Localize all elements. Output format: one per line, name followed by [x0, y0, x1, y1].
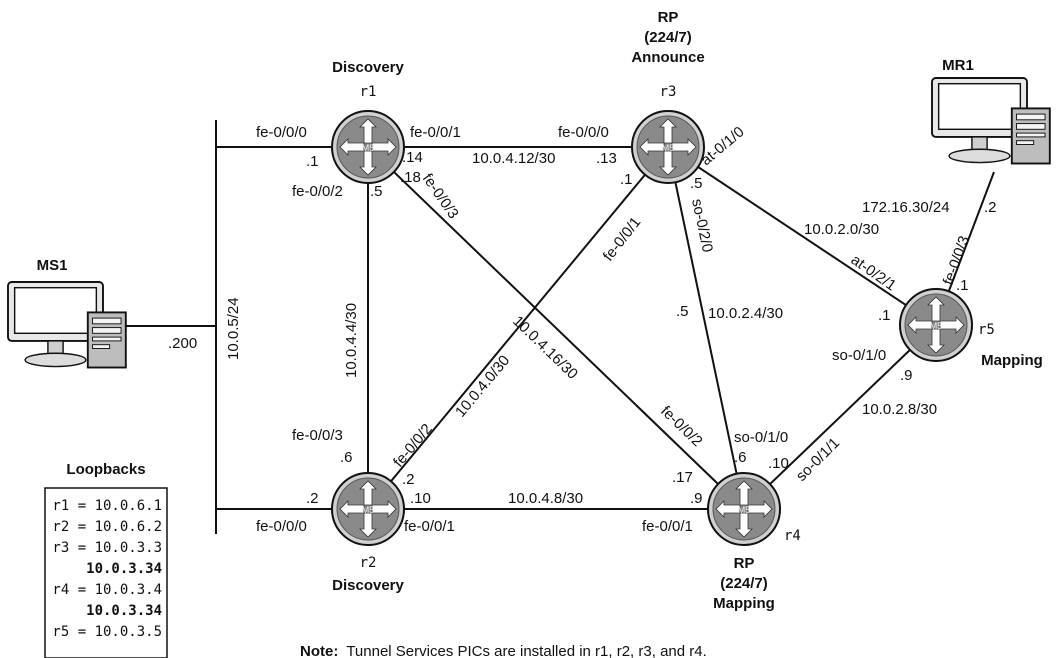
r4-r5-r5-intf: so-0/1/0: [832, 347, 886, 364]
loopback-entry: 10.0.3.34: [86, 561, 162, 577]
loopbacks-box: [44, 487, 168, 658]
ms1-host-icon: [7, 281, 127, 369]
r2-lan-intf: fe-0/0/0: [256, 518, 307, 535]
r1-r2-r1-intf: fe-0/0/2: [292, 183, 343, 200]
lan-subnet: 10.0.5/24: [225, 297, 242, 360]
r5-mr1-r5-addr: .1: [956, 277, 969, 294]
r2-name: r2: [360, 555, 377, 571]
loopbacks-title: Loopbacks: [66, 461, 145, 478]
r3-r5-r5-addr: .1: [878, 307, 891, 324]
mr1-label: MR1: [942, 57, 974, 74]
note-label: Note:: [300, 643, 338, 658]
r2-r4-r4-intf: fe-0/0/1: [642, 518, 693, 535]
r2-lan-addr: .2: [306, 490, 319, 507]
loopback-entry: r2 = 10.0.6.2: [52, 519, 162, 535]
r2-router-icon: [331, 472, 405, 546]
r3-r5-r3-intf: at-0/1/0: [698, 123, 748, 169]
loopback-entry: 10.0.3.34: [86, 603, 162, 619]
r2-r3-r3-addr: .1: [620, 171, 633, 188]
r1-r3-r1-intf: fe-0/0/1: [410, 124, 461, 141]
r3-r5-subnet: 10.0.2.0/30: [804, 221, 879, 238]
r2-r3-r2-intf: fe-0/0/2: [390, 421, 436, 471]
mr1-host-icon: [931, 77, 1051, 165]
r3-name: r3: [660, 84, 677, 100]
r1-r3-r1-addr: .14: [402, 149, 423, 166]
r3-role-line3: Announce: [631, 49, 704, 66]
r5-router-icon: [899, 288, 973, 362]
r2-r3-subnet: 10.0.4.0/30: [452, 352, 513, 420]
r3-r4-subnet: 10.0.2.4/30: [708, 305, 783, 322]
r3-r4-r4-intf: so-0/1/0: [734, 429, 788, 446]
r3-r4-r3-addr: .5: [690, 175, 703, 192]
link-r1-r4: [367, 146, 745, 510]
r1-r2-r1-addr: .5: [370, 183, 383, 200]
mr1-addr: .2: [984, 199, 997, 216]
r1-r4-r4-intf: fe-0/0/2: [657, 403, 705, 451]
r2-r4-r2-addr: .10: [410, 490, 431, 507]
r1-r4-r4-addr: .17: [672, 469, 693, 486]
r1-r4-r1-addr: .18: [400, 169, 421, 186]
r3-r5-r5-intf: at-0/2/1: [848, 251, 899, 294]
r4-r5-r4-addr: .10: [768, 455, 789, 472]
r2-r3-r2-addr: .2: [402, 471, 415, 488]
r5-name: r5: [978, 322, 995, 338]
r1-role: Discovery: [332, 59, 404, 76]
r1-name: r1: [360, 84, 377, 100]
r4-r5-r5-addr: .9: [900, 367, 913, 384]
r3-router-icon: [631, 110, 705, 184]
r2-role: Discovery: [332, 577, 404, 594]
r1-r2-r2-intf: fe-0/0/3: [292, 427, 343, 444]
r3-role-line1: RP: [658, 9, 679, 26]
r4-name: r4: [784, 528, 801, 544]
r1-r4-r1-intf: fe-0/0/3: [419, 171, 462, 222]
link-r3-r4: [667, 146, 745, 510]
loopback-entry: r5 = 10.0.3.5: [52, 624, 162, 640]
link-r3-r5: [667, 146, 937, 326]
r1-r3-r3-intf: fe-0/0/0: [558, 124, 609, 141]
r1-r4-subnet: 10.0.4.16/30: [509, 313, 581, 383]
r3-role-line2: (224/7): [644, 29, 692, 46]
r5-role: Mapping: [981, 352, 1043, 369]
r2-r4-subnet: 10.0.4.8/30: [508, 490, 583, 507]
r1-r2-r2-addr: .6: [340, 449, 353, 466]
r2-r4-r4-addr: .9: [690, 490, 703, 507]
note: Note: Tunnel Services PICs are installed…: [300, 643, 707, 658]
loopback-entry: r1 = 10.0.6.1: [52, 498, 162, 514]
r3-r4-r3-addr2: .5: [676, 303, 689, 320]
r3-r4-r3-intf: so-0/2/0: [688, 197, 716, 254]
r4-role-line1: RP: [734, 555, 755, 572]
link-r4-r5: [743, 324, 937, 510]
ms1-addr: .200: [168, 335, 197, 352]
link-r2-r3: [367, 146, 669, 510]
r1-lan-intf: fe-0/0/0: [256, 124, 307, 141]
r1-router-icon: [331, 110, 405, 184]
r4-r5-subnet: 10.0.2.8/30: [862, 401, 937, 418]
loopback-entry: r3 = 10.0.3.3: [52, 540, 162, 556]
r4-r5-r4-intf: so-0/1/1: [793, 434, 843, 484]
r3-r4-r4-addr: .6: [734, 449, 747, 466]
r1-r3-subnet: 10.0.4.12/30: [472, 150, 555, 167]
ms1-label: MS1: [37, 257, 68, 274]
r1-r2-subnet: 10.0.4.4/30: [343, 303, 360, 378]
r4-role-line3: Mapping: [713, 595, 775, 612]
r4-router-icon: [707, 472, 781, 546]
r5-mr1-subnet: 172.16.30/24: [862, 199, 950, 216]
loopback-entry: r4 = 10.0.3.4: [52, 582, 162, 598]
r2-r4-r2-intf: fe-0/0/1: [404, 518, 455, 535]
r1-r3-r3-addr: .13: [596, 150, 617, 167]
r4-role-line2: (224/7): [720, 575, 768, 592]
note-text: Tunnel Services PICs are installed in r1…: [346, 643, 706, 658]
r1-lan-addr: .1: [306, 153, 319, 170]
